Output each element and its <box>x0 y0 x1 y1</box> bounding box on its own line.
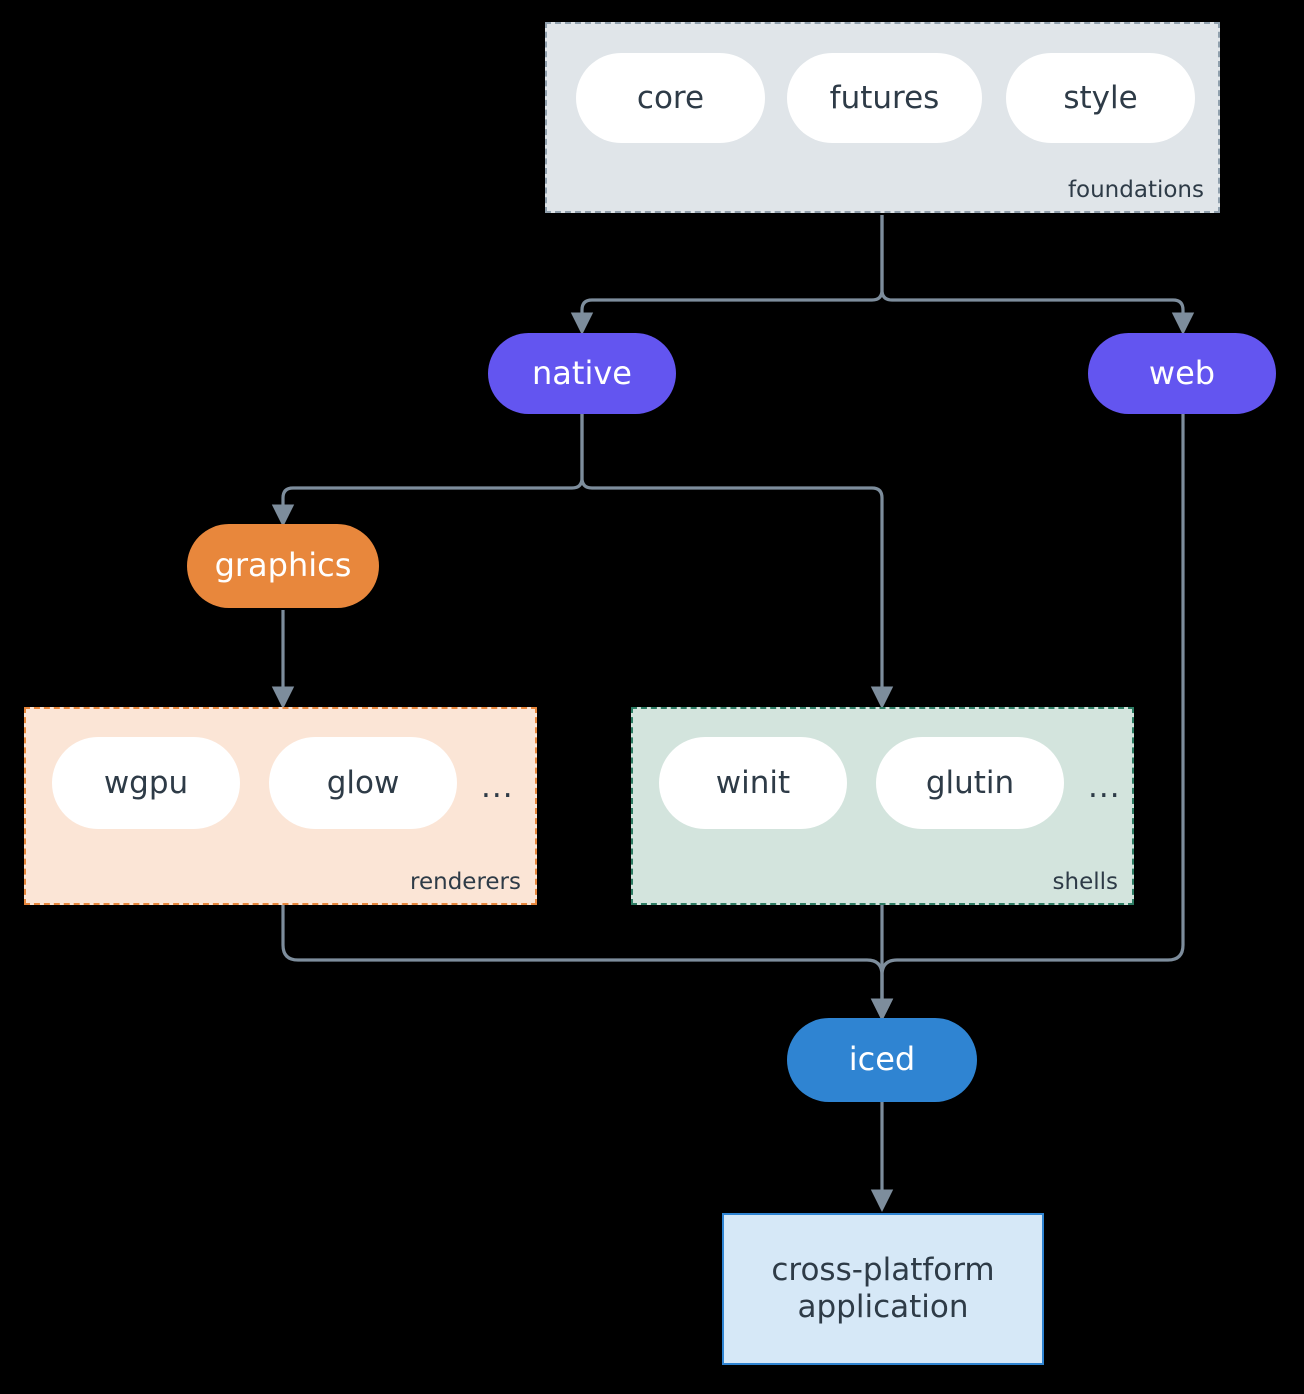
shells-ellipsis: ... <box>1088 769 1121 805</box>
node-native-label: native <box>532 353 632 392</box>
node-winit[interactable]: winit <box>659 737 847 829</box>
node-winit-label: winit <box>715 765 791 801</box>
node-glutin[interactable]: glutin <box>876 737 1064 829</box>
node-glow[interactable]: glow <box>269 737 457 829</box>
node-native[interactable]: native <box>488 333 676 414</box>
node-core-label: core <box>636 80 705 116</box>
node-application[interactable]: cross-platform application <box>722 1213 1044 1365</box>
node-glutin-label: glutin <box>925 765 1015 801</box>
node-glow-label: glow <box>326 765 400 801</box>
cluster-foundations-label: foundations <box>1067 177 1204 203</box>
edge-renderers-iced <box>281 905 894 1021</box>
edge-foundations-web <box>880 215 1195 335</box>
node-application-line2: application <box>797 1289 969 1325</box>
node-futures[interactable]: futures <box>787 53 982 143</box>
edge-native-shells <box>580 414 894 709</box>
renderers-ellipsis: ... <box>481 769 514 805</box>
cluster-renderers: wgpu glow ... renderers <box>24 707 537 905</box>
node-iced-label: iced <box>848 1040 916 1079</box>
node-wgpu[interactable]: wgpu <box>52 737 240 829</box>
node-wgpu-label: wgpu <box>103 765 189 801</box>
node-graphics-label: graphics <box>214 546 352 585</box>
node-web[interactable]: web <box>1088 333 1276 414</box>
node-style[interactable]: style <box>1006 53 1195 143</box>
node-iced[interactable]: iced <box>787 1018 977 1102</box>
node-core[interactable]: core <box>576 53 765 143</box>
cluster-renderers-label: renderers <box>410 869 521 895</box>
node-web-label: web <box>1148 353 1216 392</box>
node-style-label: style <box>1063 80 1138 116</box>
edge-foundations-native <box>570 215 884 335</box>
cluster-shells-label: shells <box>1052 869 1118 895</box>
cluster-foundations: core futures style foundations <box>545 22 1220 213</box>
node-graphics[interactable]: graphics <box>187 524 379 608</box>
cluster-shells: winit glutin ... shells <box>631 707 1134 905</box>
node-futures-label: futures <box>829 80 940 116</box>
edge-native-graphics <box>271 414 584 527</box>
node-application-line1: cross-platform <box>771 1252 995 1289</box>
